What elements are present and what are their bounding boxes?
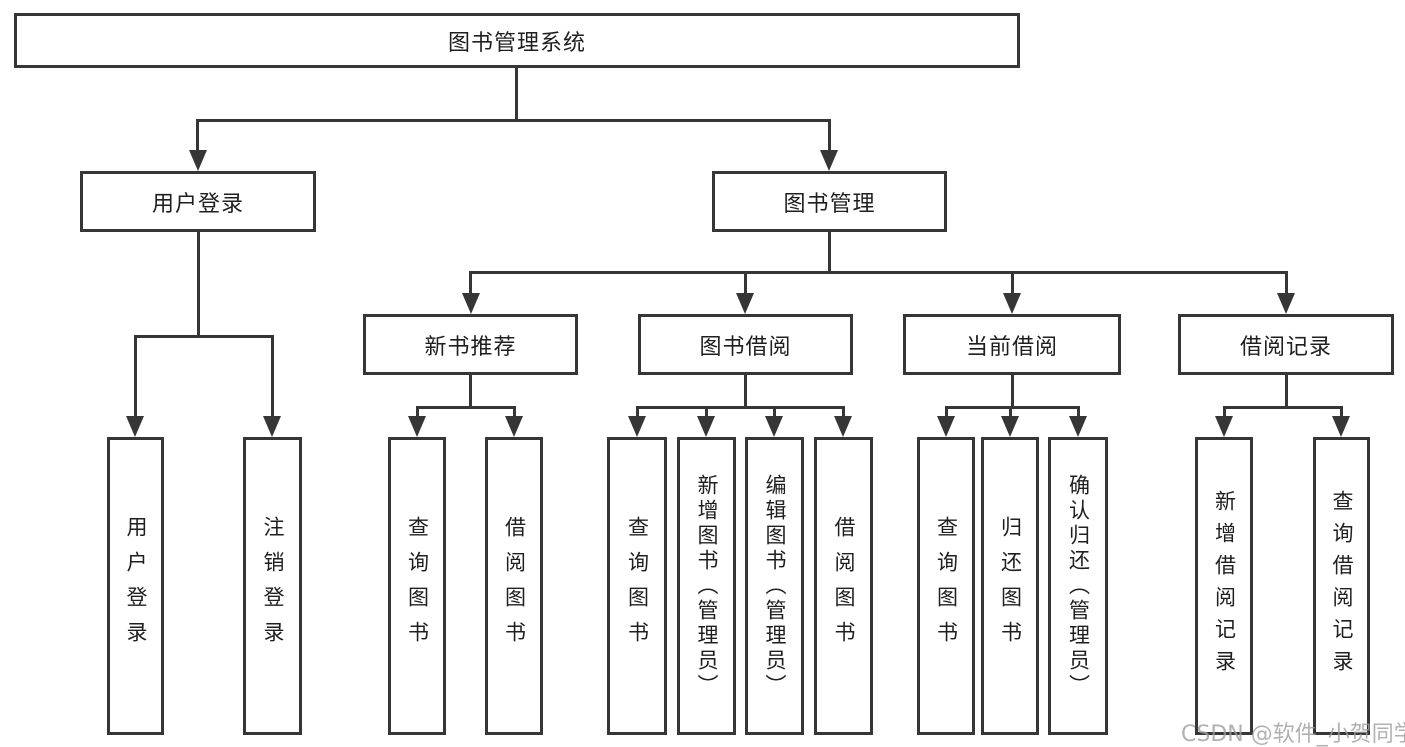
node-root-label: 图书管理系统: [447, 30, 586, 56]
connector-line: [515, 68, 518, 122]
node-login-label: 用户登录: [124, 516, 148, 656]
arrow-down-icon: [1332, 416, 1350, 437]
connector-line: [416, 406, 419, 418]
connector-line: [842, 406, 845, 418]
node-bb-add-books: 新增图书（管理员）: [677, 437, 736, 735]
connector-line: [1009, 406, 1012, 418]
watermark: CSDN @软件_小贺同学: [1181, 722, 1405, 747]
node-borrow-records: 借阅记录: [1178, 314, 1394, 375]
connector-line: [134, 335, 137, 418]
node-logout: 注销登录: [243, 437, 302, 735]
arrow-down-icon: [1069, 416, 1087, 437]
connector-line: [469, 271, 472, 295]
arrow-down-icon: [697, 416, 715, 437]
arrow-down-icon: [736, 293, 754, 314]
connector-line: [196, 119, 830, 122]
node-bb-borrow-books: 借阅图书: [814, 437, 873, 735]
connector-line: [1223, 406, 1343, 409]
node-login: 用户登录: [107, 437, 164, 735]
arrow-down-icon: [263, 416, 281, 437]
node-bb-edit-books: 编辑图书（管理员）: [745, 437, 804, 735]
connector-line: [271, 335, 274, 418]
arrow-down-icon: [408, 416, 426, 437]
arrow-down-icon: [765, 416, 783, 437]
arrow-down-icon: [462, 293, 480, 314]
node-cb-query-books-label: 查询图书: [934, 516, 959, 656]
arrow-down-icon: [937, 416, 955, 437]
connector-line: [196, 119, 199, 152]
arrow-down-icon: [1001, 416, 1019, 437]
connector-line: [1077, 406, 1080, 418]
node-bb-edit-books-label: 编辑图书（管理员）: [763, 473, 787, 699]
connector-line: [705, 406, 708, 418]
node-borrow-records-label: 借阅记录: [1239, 334, 1332, 360]
node-user-login: 用户登录: [80, 171, 316, 232]
connector-line: [744, 375, 747, 409]
node-bb-add-books-label: 新增图书（管理员）: [695, 473, 719, 699]
connector-line: [469, 375, 472, 409]
node-cb-return-books-label: 归还图书: [998, 516, 1023, 656]
connector-line: [636, 406, 845, 409]
node-bb-query-books: 查询图书: [607, 437, 667, 735]
connector-line: [469, 271, 1288, 274]
connector-line: [1223, 406, 1226, 418]
node-book-borrow: 图书借阅: [638, 314, 853, 375]
arrow-down-icon: [1003, 293, 1021, 314]
node-bb-borrow-books-label: 借阅图书: [832, 516, 856, 656]
connector-line: [744, 271, 747, 295]
node-rec-query-books: 查询图书: [388, 437, 446, 735]
arrow-down-icon: [126, 416, 144, 437]
arrow-down-icon: [820, 150, 838, 171]
node-book-mgmt: 图书管理: [712, 171, 947, 232]
connector-line: [1285, 375, 1288, 409]
node-br-query-record-label: 查询借阅记录: [1330, 490, 1354, 682]
connector-line: [1011, 271, 1014, 295]
node-br-query-record: 查询借阅记录: [1313, 437, 1370, 735]
node-br-add-record-label: 新增借阅记录: [1212, 490, 1237, 682]
connector-line: [197, 232, 200, 338]
node-current-borrow-label: 当前借阅: [965, 334, 1058, 360]
node-book-mgmt-label: 图书管理: [783, 191, 876, 217]
node-bb-query-books-label: 查询图书: [625, 516, 650, 656]
node-br-add-record: 新增借阅记录: [1195, 437, 1253, 735]
connector-line: [1011, 375, 1014, 409]
node-book-borrow-label: 图书借阅: [699, 334, 792, 360]
node-current-borrow: 当前借阅: [903, 314, 1121, 375]
arrow-down-icon: [1215, 416, 1233, 437]
connector-line: [134, 335, 274, 338]
connector-line: [828, 232, 831, 274]
connector-line: [945, 406, 1080, 409]
node-new-book-rec-label: 新书推荐: [424, 334, 517, 360]
connector-line: [945, 406, 948, 418]
connector-line: [773, 406, 776, 418]
node-cb-confirm-return-label: 确认归还（管理员）: [1066, 473, 1091, 699]
node-cb-return-books: 归还图书: [981, 437, 1039, 735]
node-rec-borrow-books-label: 借阅图书: [502, 516, 527, 656]
connector-line: [636, 406, 639, 418]
node-root: 图书管理系统: [14, 13, 1020, 68]
node-new-book-rec: 新书推荐: [363, 314, 578, 375]
node-rec-borrow-books: 借阅图书: [485, 437, 543, 735]
arrow-down-icon: [834, 416, 852, 437]
arrow-down-icon: [189, 150, 207, 171]
connector-line: [1285, 271, 1288, 295]
connector-line: [513, 406, 516, 418]
connector-line: [828, 119, 831, 152]
node-user-login-label: 用户登录: [151, 191, 244, 217]
node-logout-label: 注销登录: [261, 516, 285, 656]
arrow-down-icon: [505, 416, 523, 437]
arrow-down-icon: [628, 416, 646, 437]
connector-line: [1340, 406, 1343, 418]
connector-line: [416, 406, 516, 409]
node-rec-query-books-label: 查询图书: [405, 516, 430, 656]
node-cb-confirm-return: 确认归还（管理员）: [1048, 437, 1108, 735]
arrow-down-icon: [1277, 293, 1295, 314]
node-cb-query-books: 查询图书: [917, 437, 975, 735]
